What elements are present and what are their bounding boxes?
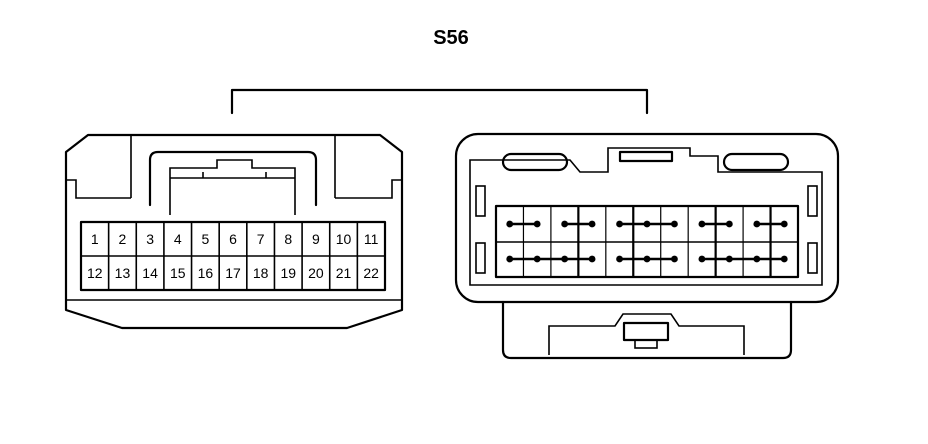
connector-label: S56: [433, 27, 469, 49]
right-inner-wall: [469, 147, 823, 286]
guide-right-upper: [807, 185, 818, 217]
terminal-grid: [506, 206, 788, 277]
pin-number: 8: [284, 231, 292, 247]
terminal-dot: [753, 220, 761, 228]
terminal-dot: [780, 220, 788, 228]
terminal-dot: [725, 255, 733, 263]
terminal-dot: [698, 255, 706, 263]
pin-number: 20: [308, 265, 324, 281]
slot-right: [722, 152, 790, 172]
mating-bracket: [230, 88, 649, 115]
terminal-dot: [506, 220, 514, 228]
pin-number: 12: [87, 265, 103, 281]
terminal-dot: [561, 220, 569, 228]
pin-number: 6: [229, 231, 237, 247]
terminal-dot: [588, 220, 596, 228]
terminal-dot: [533, 255, 541, 263]
terminal-dot: [533, 220, 541, 228]
guide-left-upper: [475, 185, 486, 217]
terminal-dot: [561, 255, 569, 263]
left-shoulder-left: [66, 179, 131, 199]
pin-number: 7: [257, 231, 265, 247]
terminal-dot: [588, 255, 596, 263]
terminal-dot: [643, 255, 651, 263]
bottom-lock-inner: [548, 313, 745, 355]
lock-housing-sides: [130, 135, 336, 198]
bottom-latch-nub: [634, 339, 658, 349]
pin-number: 13: [115, 265, 131, 281]
lock-latch: [169, 159, 296, 215]
pin-number: 1: [91, 231, 99, 247]
terminal-dot: [671, 220, 678, 228]
pin-number: 11: [364, 231, 379, 247]
terminal-dot: [780, 255, 788, 263]
slot-left: [501, 152, 569, 172]
pin-number: 18: [253, 265, 269, 281]
terminal-dot: [616, 220, 623, 228]
guide-right-lower: [807, 242, 818, 274]
pin-number: 14: [142, 265, 158, 281]
right-connector: [454, 132, 840, 360]
pin-number: 3: [146, 231, 154, 247]
pin-number: 5: [201, 231, 209, 247]
terminal-dot: [506, 255, 514, 263]
terminal-dot: [671, 255, 678, 263]
pin-number: 2: [119, 231, 127, 247]
bottom-latch: [622, 321, 670, 342]
lock-arm: [148, 150, 318, 207]
terminal-dot: [616, 255, 623, 263]
terminal-dot: [698, 220, 706, 228]
pin-number: 22: [363, 265, 379, 281]
top-key: [618, 150, 674, 163]
left-shoulder-right: [335, 179, 402, 199]
pin-number: 10: [336, 231, 352, 247]
left-connector-body: [64, 133, 404, 330]
pin-number: 17: [225, 265, 241, 281]
pin-number: 16: [198, 265, 214, 281]
pin-number: 4: [174, 231, 182, 247]
terminal-dot: [725, 220, 733, 228]
pin-number: 19: [280, 265, 296, 281]
bottom-lock-tab: [501, 300, 793, 360]
guide-left-lower: [475, 242, 486, 274]
terminal-dot: [753, 255, 761, 263]
terminal-dot: [643, 220, 651, 228]
pin-number: 21: [336, 265, 352, 281]
pin-number: 15: [170, 265, 186, 281]
right-connector-body: [454, 132, 840, 304]
pin-number: 9: [312, 231, 320, 247]
